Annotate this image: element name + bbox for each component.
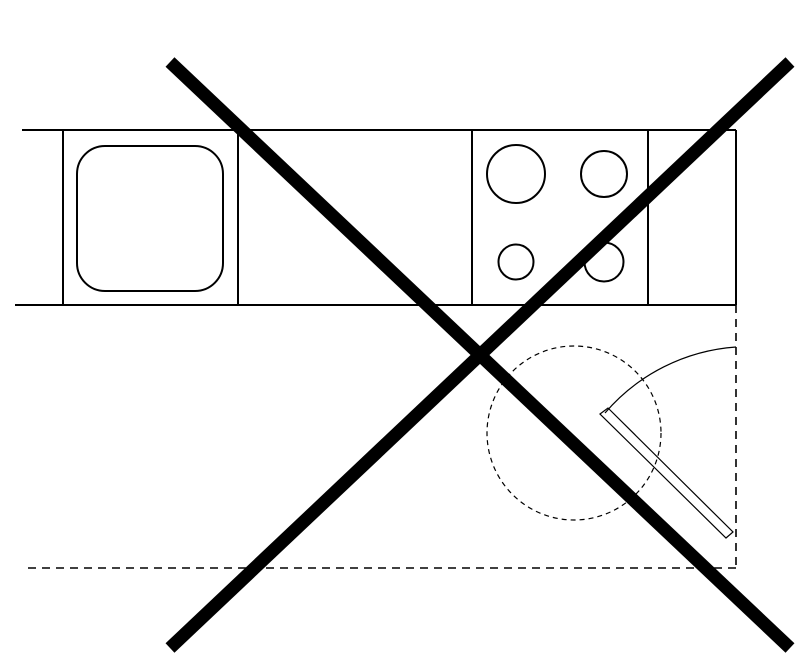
clearance-zone <box>28 305 737 569</box>
door-swing-arc <box>604 346 737 414</box>
sink-basin <box>76 145 224 292</box>
burner-small-front-left <box>497 243 535 281</box>
door-leaf <box>599 407 734 539</box>
cross-out-mark <box>165 57 795 653</box>
counter-run <box>15 129 737 306</box>
cross-stroke-right-to-left <box>165 57 795 653</box>
swing-door <box>599 346 737 539</box>
cooktop <box>486 144 628 283</box>
turning-circle <box>486 345 662 521</box>
burner-large-back-left <box>486 144 546 204</box>
burner-back-right <box>580 150 628 198</box>
